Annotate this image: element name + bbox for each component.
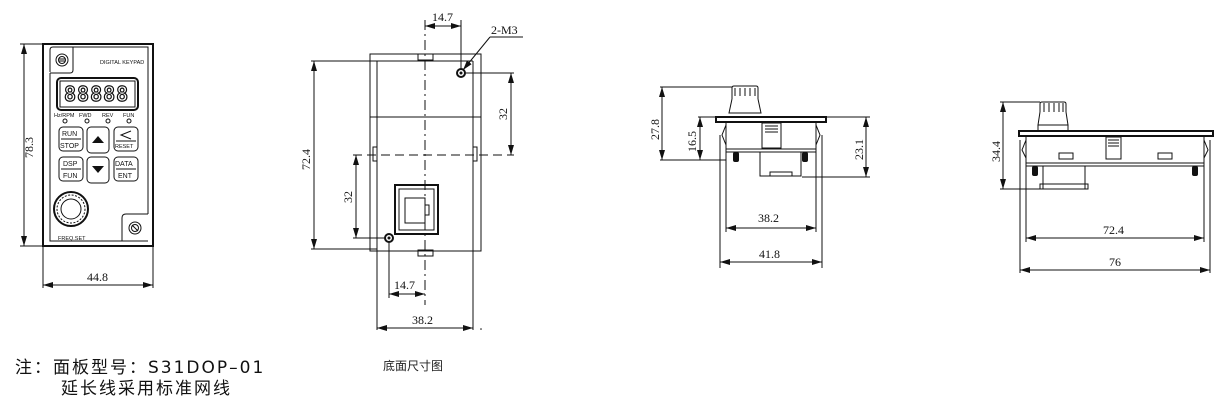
dim-total-height: 27.8: [648, 119, 662, 140]
dim-outer-width: 41.8: [759, 247, 780, 261]
svg-text:ENT: ENT: [118, 173, 133, 180]
knob-label: FREQ.SET: [58, 236, 86, 242]
dim-bottom-offset: 14.7: [394, 278, 415, 292]
data-ent-key: DATA ENT: [113, 156, 139, 182]
dim-inner-width: 72.4: [1103, 223, 1124, 237]
indicator-label: REV: [102, 113, 114, 119]
latch-slot: [1157, 152, 1173, 160]
side-view: 27.8 16.5 23.1 38.2 41.8: [648, 85, 870, 268]
led-icon: [84, 118, 90, 124]
end-view: 34.4 72.4 76: [989, 101, 1214, 273]
dim-outer-width: 76: [1109, 255, 1121, 269]
svg-text:STOP: STOP: [60, 143, 79, 150]
rj45-jack: [1105, 136, 1122, 160]
bottom-view: 2-M3 14.7 32 72.4 32 14.7 38.2: [299, 10, 523, 331]
led-display: [56, 77, 139, 111]
screw-icon: [55, 53, 69, 67]
reset-key: RESET: [113, 126, 139, 152]
dim-total-height: 72.4: [299, 149, 313, 170]
dim-width: 38.2: [412, 313, 433, 327]
dim-top-offset: 14.7: [432, 10, 453, 24]
svg-text:DSP: DSP: [63, 161, 78, 168]
hole-spec: 2-M3: [491, 23, 518, 37]
latch-slot: [1058, 152, 1074, 160]
keypad-outline: [42, 43, 154, 247]
led-icon: [105, 118, 111, 124]
dim-inner-width: 38.2: [758, 211, 779, 225]
down-arrow-icon: [92, 166, 104, 173]
dim-height: 34.4: [989, 141, 1003, 162]
dim-right-vertical: 32: [496, 108, 510, 120]
screw-icon: [128, 221, 142, 235]
brand-text: DIGITAL KEYPAD: [100, 60, 144, 66]
dim-body-height: 16.5: [685, 131, 699, 152]
shift-left-icon: [119, 130, 132, 140]
indicator-label: FUN: [123, 113, 134, 119]
knob-top: [731, 85, 759, 99]
dsp-fun-key: DSP FUN: [58, 156, 84, 182]
rj45-jack: [761, 122, 782, 149]
up-arrow-icon: [92, 136, 104, 143]
dim-height: 78.3: [22, 137, 36, 158]
freq-knob: [53, 191, 89, 227]
rj45-port: [394, 184, 439, 235]
svg-text:FUN: FUN: [63, 173, 77, 180]
note-cable: 延长线采用标准网线: [61, 379, 232, 399]
svg-text:RESET: RESET: [115, 144, 134, 150]
indicator-label: FWD: [79, 113, 92, 119]
svg-text:DATA: DATA: [115, 161, 133, 168]
faceplate: [715, 116, 827, 123]
dim-right-height: 23.1: [852, 139, 866, 160]
run-stop-key: RUN STOP: [58, 126, 84, 152]
bottom-view-caption: 底面尺寸图: [383, 359, 444, 373]
note-model: 注：面板型号：S31DOP–01: [15, 358, 266, 378]
indicator-label: Hz/RPM: [54, 113, 75, 119]
svg-text:RUN: RUN: [62, 131, 77, 138]
up-key: [86, 126, 110, 154]
display-digits: 88888: [64, 82, 129, 106]
down-key: [86, 156, 110, 184]
front-view: DIGITAL KEYPAD 88888 Hz/RPM FWD REV FUN …: [20, 43, 154, 288]
dim-width: 44.8: [87, 270, 108, 284]
led-icon: [62, 118, 68, 124]
dim-left-vertical: 32: [341, 191, 355, 203]
led-icon: [126, 118, 132, 124]
faceplate: [1018, 130, 1214, 137]
